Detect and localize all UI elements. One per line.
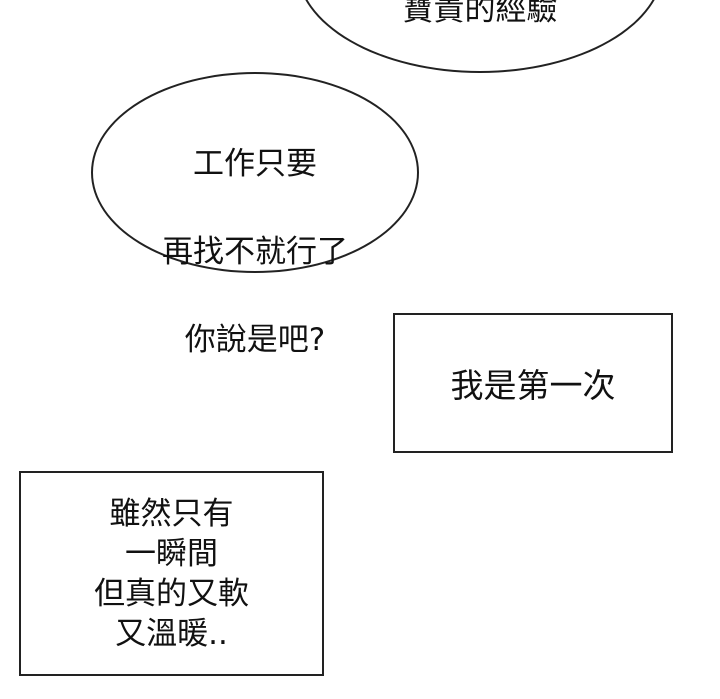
caption-line: 又溫暖.. xyxy=(115,615,228,652)
bubble-line: 工作只要 xyxy=(193,146,317,182)
caption-line: 雖然只有 xyxy=(109,495,234,532)
bubble-line: 你說是吧? xyxy=(184,322,326,358)
speech-bubble-top-text: 寶貴的經驗 xyxy=(402,0,558,28)
caption-line: 一瞬間 xyxy=(125,535,218,572)
speech-bubble-middle-text: 工作只要 再找不就行了 你說是吧? xyxy=(91,98,419,406)
bubble-line: 再找不就行了 xyxy=(162,234,348,270)
caption-line: 我是第一次 xyxy=(450,366,616,405)
caption-line: 但真的又軟 xyxy=(94,575,249,612)
caption-box-soft-warm: 雖然只有 一瞬間 但真的又軟 又溫暖.. xyxy=(19,471,324,676)
caption-box-first-time: 我是第一次 xyxy=(393,313,673,453)
speech-bubble-middle xyxy=(91,72,419,273)
